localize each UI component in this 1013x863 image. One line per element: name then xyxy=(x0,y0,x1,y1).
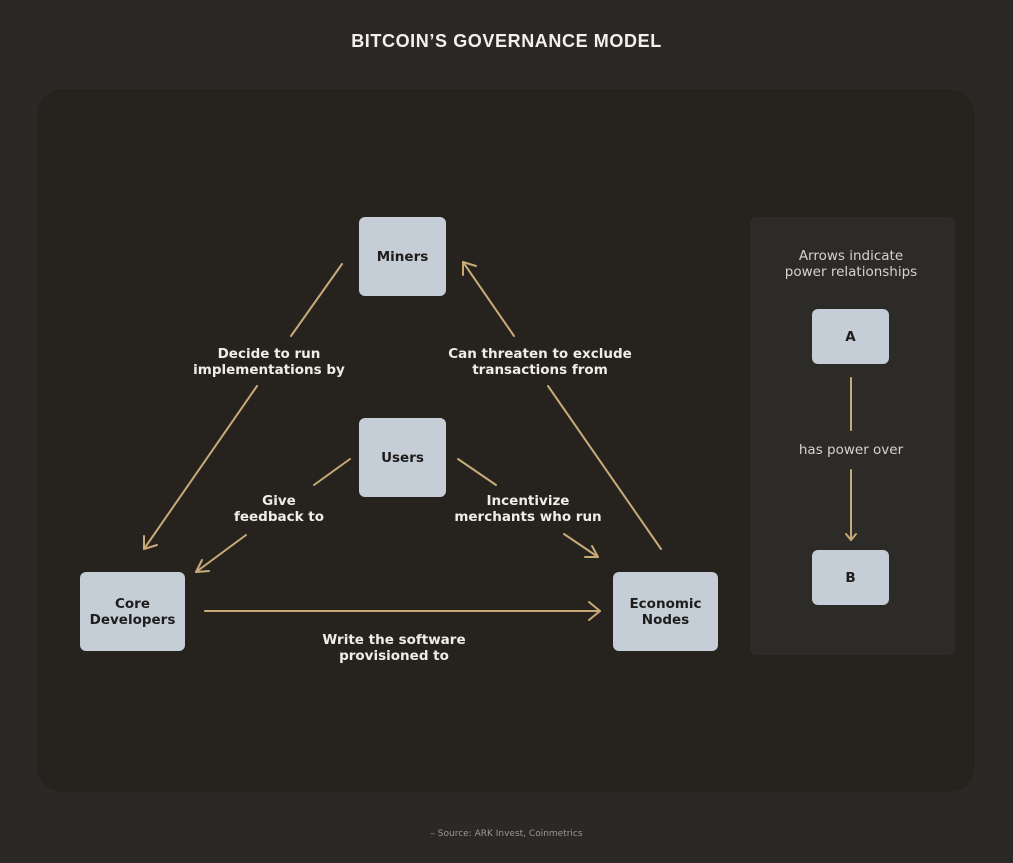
edge-label-give-feedback: Give feedback to xyxy=(233,493,325,525)
arrow-core-developers-to-economic-nodes xyxy=(204,601,601,621)
edge-label-decide-to-run: Decide to run implementations by xyxy=(193,346,345,378)
arrow-users-to-economic-nodes xyxy=(457,458,599,558)
diagram-title: BITCOIN’S GOVERNANCE MODEL xyxy=(351,31,662,51)
node-users: Users xyxy=(359,418,446,497)
legend-relation-label: has power over xyxy=(798,442,904,458)
node-miners: Miners xyxy=(359,217,446,296)
arrow-miners-to-core-developers xyxy=(143,263,343,550)
legend-arrow xyxy=(845,377,857,541)
arrow-users-to-core-developers xyxy=(195,458,351,573)
legend-heading: Arrows indicate power relationships xyxy=(784,248,918,280)
edge-label-write-software: Write the software provisioned to xyxy=(322,632,466,664)
source-note: – Source: ARK Invest, Coinmetrics xyxy=(430,829,583,839)
arrow-economic-nodes-to-miners xyxy=(462,261,662,550)
legend-node-a: A xyxy=(812,309,889,364)
node-core-developers: Core Developers xyxy=(80,572,185,651)
legend-node-b: B xyxy=(812,550,889,605)
edge-label-can-threaten: Can threaten to exclude transactions fro… xyxy=(448,346,632,378)
edge-label-incentivize: Incentivize merchants who run xyxy=(454,493,602,525)
node-economic-nodes: Economic Nodes xyxy=(613,572,718,651)
